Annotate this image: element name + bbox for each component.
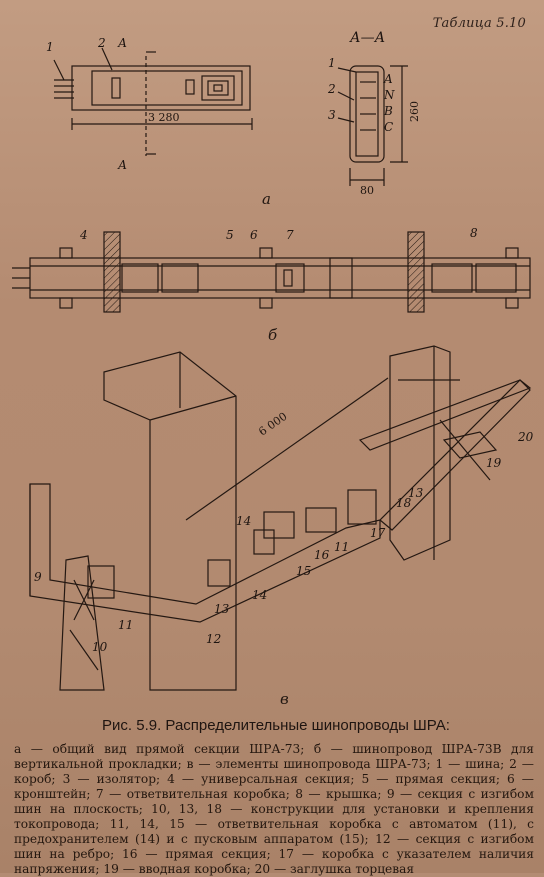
- callout-4: 4: [80, 228, 88, 242]
- callout-12: 12: [206, 632, 222, 646]
- callout-7: 7: [286, 228, 294, 242]
- callout-15: 15: [296, 564, 312, 578]
- phase-c: C: [384, 120, 394, 134]
- section-cut-label-top: А: [118, 36, 128, 50]
- callout-5: 5: [226, 228, 234, 242]
- phase-a: A: [384, 72, 393, 86]
- phase-b: B: [384, 104, 393, 118]
- distance-dimension: 6 000: [256, 410, 289, 439]
- cross-section-drawing: [337, 65, 408, 186]
- callout-19: 19: [486, 456, 502, 470]
- callout-9: 9: [34, 570, 42, 584]
- callout-11b: 11: [334, 540, 350, 554]
- cross-callout-3: 3: [328, 108, 336, 122]
- figure-caption-body: а — общий вид прямой секции ШРА-73; б — …: [14, 742, 534, 876]
- cross-callout-2: 2: [328, 82, 336, 96]
- callout-14b: 14: [252, 588, 268, 602]
- callout-8: 8: [470, 226, 478, 240]
- phase-n: N: [384, 88, 395, 102]
- figure-drawing: 3 280 260 80 6 000: [12, 47, 532, 691]
- callout-10: 10: [92, 640, 108, 654]
- callout-11a: 11: [118, 618, 134, 632]
- callout-13a: 13: [214, 602, 230, 616]
- callout-2: 2: [98, 36, 106, 50]
- callout-17: 17: [370, 526, 386, 540]
- section-a-drawing: [53, 47, 253, 156]
- cross-section-title: А—А: [350, 30, 386, 46]
- callout-16: 16: [314, 548, 330, 562]
- section-cut-label-bottom: А: [118, 158, 128, 172]
- callout-14a: 14: [236, 514, 252, 528]
- callout-20: 20: [518, 430, 534, 444]
- section-v-drawing: [29, 345, 532, 691]
- width-dimension: 80: [360, 184, 374, 197]
- panel-label-a: а: [262, 190, 271, 208]
- cross-callout-1: 1: [328, 56, 336, 70]
- callout-18: 18: [396, 496, 412, 510]
- callout-6: 6: [250, 228, 258, 242]
- table-reference: Таблица 5.10: [432, 16, 526, 31]
- panel-label-v: в: [280, 690, 289, 708]
- panel-label-b: б: [268, 326, 278, 344]
- figure-caption-title: Рис. 5.9. Распределительные шинопроводы …: [102, 717, 450, 734]
- callout-13b: 13: [408, 486, 424, 500]
- section-b-drawing: [12, 231, 531, 313]
- callout-1: 1: [46, 40, 54, 54]
- length-dimension: 3 280: [148, 111, 180, 124]
- height-dimension: 260: [408, 101, 421, 122]
